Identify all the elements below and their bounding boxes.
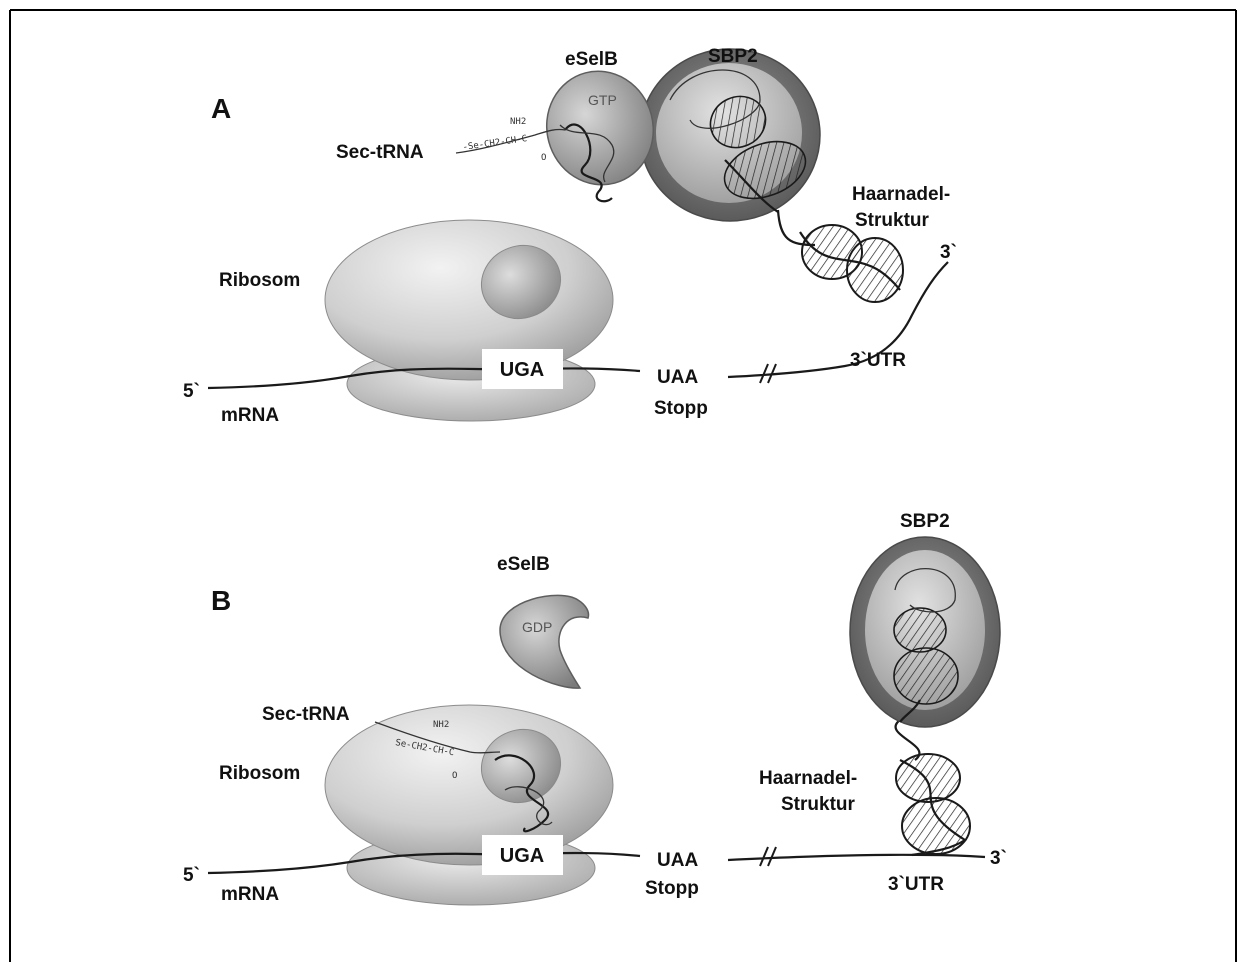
three-prime-label-b: 3` xyxy=(990,848,1007,869)
sbp2-protein-a xyxy=(640,49,820,221)
panel-a-letter: A xyxy=(211,93,231,124)
svg-text:-Se-CH2-CH-C: -Se-CH2-CH-C xyxy=(462,134,528,153)
uga-codon-a: UGA xyxy=(500,359,544,381)
ribosom-label-a: Ribosom xyxy=(219,270,300,291)
eselb-label-b: eSelB xyxy=(497,554,550,575)
stop-label-a: Stopp xyxy=(654,398,708,419)
uaa-codon-b: UAA xyxy=(657,850,698,871)
mrna-label-a: mRNA xyxy=(221,405,279,426)
hairpin-label-line1-b: Haarnadel- xyxy=(759,768,857,789)
sbp2-protein-b xyxy=(850,537,1000,727)
hairpin-label-line1-a: Haarnadel- xyxy=(852,184,950,205)
uaa-codon-a: UAA xyxy=(657,367,698,388)
eselb-protein-b: GDP xyxy=(500,595,589,688)
three-prime-label-a: 3` xyxy=(940,242,957,263)
sbp2-label-b: SBP2 xyxy=(900,511,950,532)
sbp2-label-a: SBP2 xyxy=(708,46,758,67)
ribosome-a xyxy=(325,220,613,421)
hairpin-label-line2-b: Struktur xyxy=(781,794,856,815)
esel-state-b: GDP xyxy=(522,619,552,635)
sec-trna-label-b: Sec-tRNA xyxy=(262,704,350,725)
panel-b: B Se-CH2-CH-C NH2 O UGA Ribosom 5` xyxy=(183,511,1007,905)
svg-text:NH2: NH2 xyxy=(433,720,449,730)
ribosome-b xyxy=(325,705,613,905)
break-mark-b xyxy=(760,847,776,866)
five-prime-label-a: 5` xyxy=(183,381,200,402)
esel-state-a: GTP xyxy=(588,92,617,108)
ribosom-label-b: Ribosom xyxy=(219,763,300,784)
sec-trna-label-a: Sec-tRNA xyxy=(336,142,424,163)
svg-text:O: O xyxy=(541,153,546,163)
hairpin-structure-b xyxy=(896,720,970,855)
panel-a: A UGA Ribosom 5` mRNA UAA Stopp 3`UTR 3`… xyxy=(183,46,957,426)
svg-text:O: O xyxy=(452,771,457,781)
five-prime-label-b: 5` xyxy=(183,865,200,886)
mrna-label-b: mRNA xyxy=(221,884,279,905)
uga-codon-b: UGA xyxy=(500,845,544,867)
utr-label-b: 3`UTR xyxy=(888,874,944,895)
stop-label-b: Stopp xyxy=(645,878,699,899)
utr-label-a: 3`UTR xyxy=(850,350,906,371)
utr-strand-b xyxy=(728,855,985,860)
hairpin-label-line2-a: Struktur xyxy=(855,210,930,231)
eselb-label-a: eSelB xyxy=(565,49,618,70)
panel-b-letter: B xyxy=(211,585,231,616)
svg-text:NH2: NH2 xyxy=(510,117,526,127)
